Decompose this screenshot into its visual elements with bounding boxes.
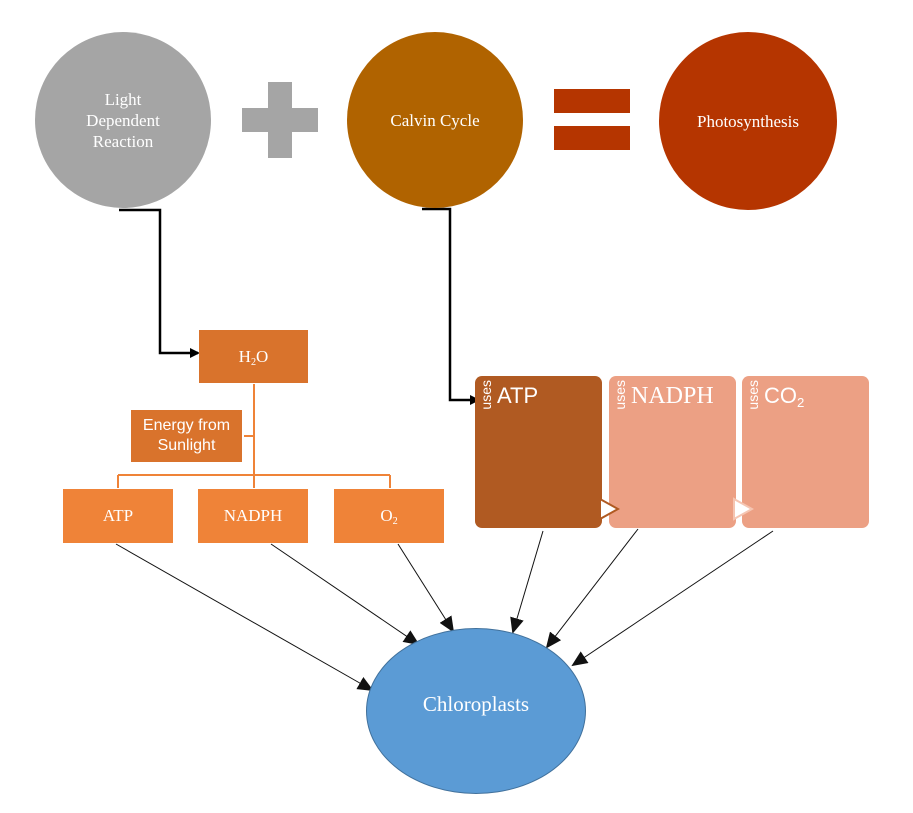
term1-line-3: Reaction: [92, 131, 154, 151]
arrows-to-chloroplasts: [115, 528, 774, 691]
chevron-right-icon: [733, 497, 754, 521]
photosynthesis-circle: Photosynthesis: [659, 32, 837, 210]
card-uses-atp: uses ATP: [475, 376, 602, 528]
energy-from-sunlight-box: Energy from Sunlight: [131, 410, 242, 462]
h2o-box: H2O: [199, 330, 308, 383]
photosynthesis-label: Photosynthesis: [696, 111, 800, 131]
arrow-card-nadph: [545, 528, 639, 649]
card-atp-prefix: uses: [478, 380, 494, 410]
hierarchy-lines: [117, 384, 391, 488]
product-nadph-label: NADPH: [223, 506, 283, 525]
product-o2-label: O2: [380, 506, 398, 528]
card-co2-label: CO2: [764, 383, 805, 410]
connector-light-to-h2o: [119, 208, 200, 358]
chevron-right-icon: [599, 497, 620, 521]
arrow-o2: [397, 543, 455, 633]
calvin-cycle-circle: Calvin Cycle: [347, 32, 523, 208]
card-nadph-prefix: uses: [612, 380, 628, 410]
card-co2-prefix: uses: [745, 380, 761, 410]
arrow-nadph: [270, 543, 420, 646]
product-atp-box: ATP: [63, 489, 173, 543]
calvin-cycle-label: Calvin Cycle: [390, 110, 480, 130]
product-o2-box: O2: [334, 489, 444, 543]
arrow-card-atp: [510, 530, 544, 634]
card-atp-label: ATP: [497, 383, 539, 408]
light-dependent-reaction-circle: Light Dependent Reaction: [35, 32, 211, 208]
product-nadph-box: NADPH: [198, 489, 308, 543]
term1-line-1: Light: [104, 89, 142, 109]
chloroplasts-ellipse: Chloroplasts: [366, 628, 586, 794]
connector-calvin-to-atp-card: [422, 207, 480, 405]
energy-line-2: Sunlight: [157, 437, 216, 454]
term1-line-2: Dependent: [86, 110, 160, 130]
card-uses-nadph: uses NADPH: [609, 376, 736, 528]
card-uses-co2: uses CO2: [742, 376, 869, 528]
card-nadph-label: NADPH: [631, 383, 714, 409]
h2o-label: H2O: [238, 346, 269, 368]
arrow-atp: [115, 543, 374, 691]
arrow-card-co2: [571, 530, 774, 667]
equals-icon: [554, 89, 630, 151]
product-atp-label: ATP: [102, 506, 134, 525]
energy-line-1: Energy from: [142, 417, 231, 434]
chloroplasts-label: Chloroplasts: [422, 691, 530, 716]
plus-icon: [242, 82, 318, 158]
